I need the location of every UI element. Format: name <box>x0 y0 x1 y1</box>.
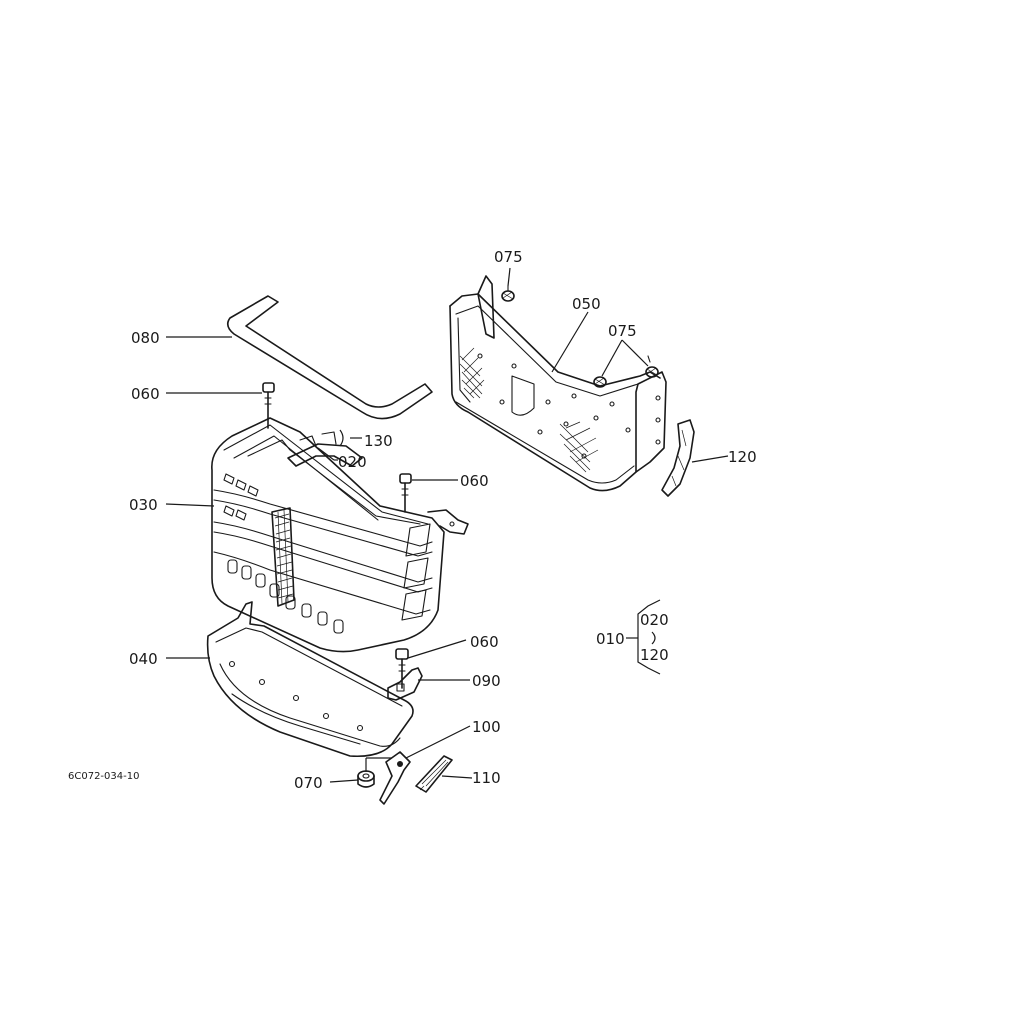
leader-lines <box>165 267 729 783</box>
drawing-code: 6C072-034-10 <box>68 771 139 782</box>
label-080: 080 <box>131 329 160 347</box>
part-075-clip-mid <box>593 376 607 388</box>
label-090: 090 <box>472 672 501 690</box>
part-060-bolt-low <box>395 648 409 689</box>
part-020-bracket <box>287 431 363 467</box>
label-060-low: 060 <box>470 633 499 651</box>
label-120: 120 <box>728 448 757 466</box>
label-010: 010 <box>596 630 625 648</box>
part-090-bracket <box>387 667 423 701</box>
part-100-stay <box>379 751 411 805</box>
label-130: 130 <box>364 432 393 450</box>
label-030: 030 <box>129 496 158 514</box>
part-040-lower-skirt <box>206 601 414 758</box>
label-set-120: 120 <box>640 646 669 664</box>
part-070-nut <box>357 770 375 788</box>
label-050: 050 <box>572 295 601 313</box>
label-020: 020 <box>338 453 367 471</box>
label-060-mid: 060 <box>460 472 489 490</box>
label-075-right: 075 <box>608 322 637 340</box>
label-040: 040 <box>129 650 158 668</box>
label-070: 070 <box>294 774 323 792</box>
label-075-top: 075 <box>494 248 523 266</box>
part-120-side-seal <box>661 419 695 497</box>
part-080-top-trim <box>226 295 433 420</box>
part-075-clip-top <box>501 285 515 302</box>
label-set-020: 020 <box>640 611 669 629</box>
part-060-bolt-left <box>262 382 275 429</box>
part-060-bolt-mid <box>399 473 412 513</box>
part-050-rear-panel <box>449 275 667 492</box>
part-030-front-grille <box>211 417 469 653</box>
part-075-clip-right <box>645 355 659 378</box>
label-060-left: 060 <box>131 385 160 403</box>
label-100: 100 <box>472 718 501 736</box>
part-110-seal-strip <box>415 755 453 793</box>
label-110: 110 <box>472 769 501 787</box>
